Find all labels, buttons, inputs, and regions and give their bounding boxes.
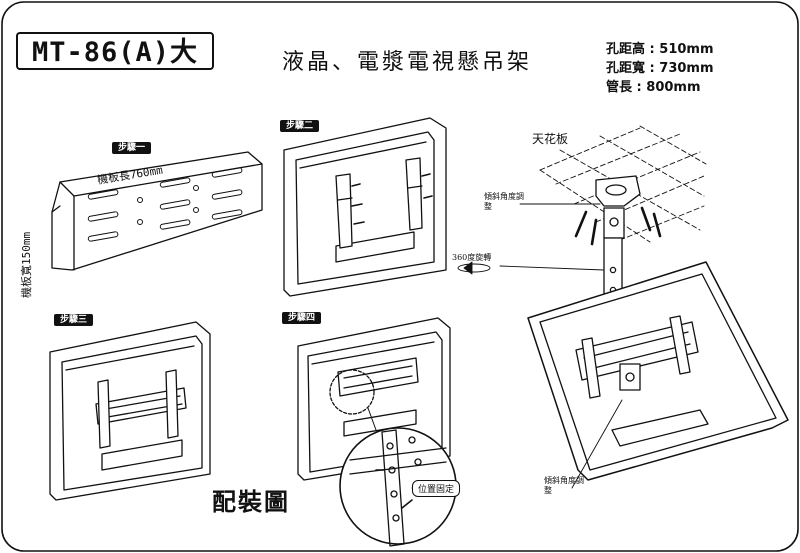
tilt-adjust-label-bottom: 傾斜角度調整 — [544, 476, 584, 495]
mounting-plate-drawing — [51, 151, 263, 271]
spec-value: 510mm — [659, 42, 714, 57]
step-2-badge: 步驟二 — [280, 120, 320, 132]
spec-hole-width: 孔距寬 : 730mm — [606, 61, 714, 76]
ceiling-label: 天花板 — [532, 132, 569, 146]
assembly-diagram-label: 配裝圖 — [212, 487, 290, 516]
plate-width-label: 機板寬150mm — [20, 231, 33, 298]
step-1-badge: 步驟一 — [112, 142, 152, 154]
spec-label: 孔距高 — [606, 42, 646, 57]
step3-drawing — [49, 321, 211, 501]
spec-value: 800mm — [646, 80, 701, 95]
spec-tube-length: 管長 : 800mm — [606, 80, 701, 95]
step-3-badge: 步驟三 — [54, 314, 94, 326]
spec-value: 730mm — [659, 61, 714, 76]
spec-hole-height: 孔距高 : 510mm — [606, 42, 714, 57]
tilt-adjust-label-top: 傾斜角度調整 — [484, 192, 524, 211]
spec-label: 管長 — [606, 80, 633, 95]
lock-position-label: 位置固定 — [412, 480, 461, 497]
step-4-badge: 步驟四 — [282, 312, 322, 324]
page-title: 液晶、電漿電視懸吊架 — [282, 50, 533, 75]
rotation-label: 360度旋轉 — [452, 253, 492, 262]
model-number: MT-86(A)大 — [16, 32, 214, 70]
spec-label: 孔距寬 — [606, 61, 646, 76]
leader-lines — [457, 203, 623, 489]
step2-drawing — [283, 117, 447, 297]
ceiling-mount-drawing — [527, 125, 789, 481]
